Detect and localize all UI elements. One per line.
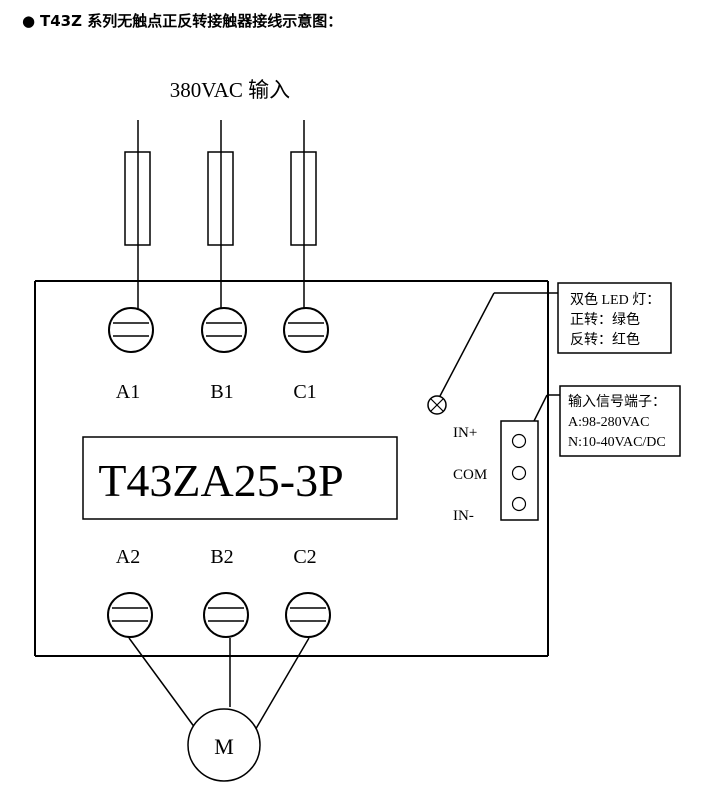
signal-note-line2: A:98-280VAC [568,415,649,430]
terminal-b2 [203,592,249,638]
led-note-line3: 反转：红色 [570,331,640,348]
terminal-a1 [108,307,154,353]
signal-note-box [559,385,681,457]
terminal-label-b2: B2 [210,546,233,568]
terminal-c2 [285,592,331,638]
led-callout-line [439,292,495,397]
signal-terminal-in-plus [511,433,527,449]
supply-label: 380VAC 输入 [170,78,290,102]
motor [187,708,261,782]
motor-label: M [214,734,234,759]
signal-note-line3: N:10-40VAC/DC [568,435,666,450]
led-note-line2: 正转：绿色 [570,311,640,328]
led-indicator-icon [427,395,447,415]
terminal-label-c2: C2 [293,546,316,568]
signal-note-line1: 输入信号端子： [568,394,666,410]
signal-label-in-plus: IN+ [453,425,477,441]
signal-callout-line [533,394,548,422]
terminal-c1 [283,307,329,353]
signal-terminal-com [511,465,527,481]
terminal-label-b1: B1 [210,381,233,403]
input-line-a [124,120,151,313]
led-note-line1: 双色 LED 灯： [570,291,660,308]
terminal-label-c1: C1 [293,381,316,403]
signal-terminal-in-minus [511,496,527,512]
device-body [34,280,549,657]
input-line-b [207,120,234,313]
signal-label-in-minus: IN- [453,508,474,524]
terminal-label-a2: A2 [116,546,140,568]
heading-bullet: ● [22,12,35,30]
model-label: T43ZA25-3P [98,455,343,506]
model-display [82,436,398,520]
input-line-c [290,120,317,313]
led-note-box [557,282,672,354]
terminal-a2 [107,592,153,638]
terminal-label-a1: A1 [116,381,140,403]
page-title: T43Z 系列无触点正反转接触器接线示意图： [40,12,342,30]
motor-wiring [128,637,310,733]
signal-label-com: COM [453,467,487,483]
terminal-b1 [201,307,247,353]
